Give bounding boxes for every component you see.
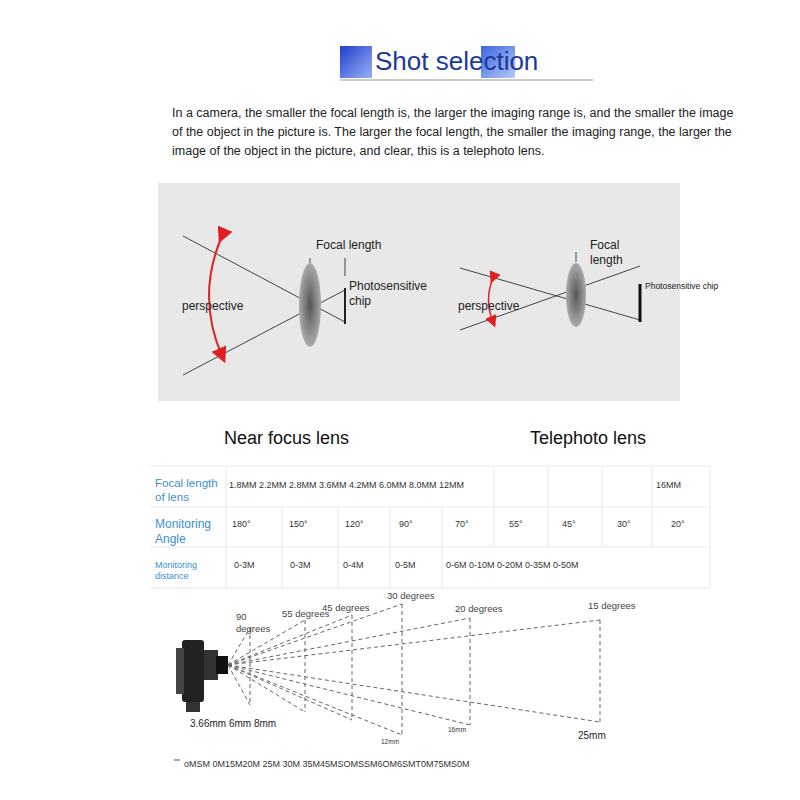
table-cell: 120°	[345, 519, 364, 530]
focal-label: 25mm	[578, 730, 606, 743]
angle-label: 45 degrees	[322, 602, 370, 614]
diagram-label: Photosensitive chip	[645, 281, 718, 292]
intro-paragraph: In a camera, the smaller the focal lengt…	[172, 104, 744, 161]
table-cell: 90°	[399, 519, 413, 530]
axis-tick	[174, 760, 180, 761]
diagram-label: Focal length	[590, 238, 640, 268]
lens-heading: Near focus lens	[224, 427, 349, 450]
angle-label: 90 degrees	[236, 611, 280, 635]
angle-label: 20 degrees	[455, 603, 503, 615]
row-header: Monitoring distance	[155, 560, 217, 583]
title-block	[340, 46, 372, 78]
diagram-label: perspective	[458, 299, 519, 314]
table-cell: 70°	[455, 519, 469, 530]
table-cell: 30°	[617, 519, 631, 530]
angle-label: 15 degrees	[588, 600, 636, 612]
wide-lens-diagram	[183, 236, 345, 375]
angle-label: 30 degrees	[387, 590, 435, 602]
table-cell: 45°	[562, 519, 576, 530]
distance-scale: oMSM 0M15M20M 25M 30M 35M45MSOMSSM6OM6SM…	[184, 759, 470, 770]
camera	[176, 640, 228, 712]
row-header: Monitoring Angle	[155, 517, 229, 547]
table-cell: 0-4M	[343, 560, 364, 571]
table-cell: 0-5M	[395, 560, 416, 571]
table-cell: 180°	[232, 519, 251, 530]
table-cell: 0-6M 0-10M 0-20M 0-35M 0-50M	[446, 560, 579, 571]
focal-label: 3.66mm 6mm 8mm	[190, 718, 276, 731]
table-cell: 16MM	[656, 480, 681, 491]
diagram-panel	[158, 183, 680, 401]
focal-label: 16mm	[448, 726, 466, 734]
table-cell: 55°	[509, 519, 523, 530]
table-cell: 0-3M	[234, 560, 255, 571]
view-angle-fans	[228, 604, 600, 735]
diagram-label: perspective	[182, 299, 243, 314]
diagram-label: Focal length	[316, 238, 381, 253]
table-cell: 150°	[289, 519, 308, 530]
row-header: Focal length of lens	[155, 476, 229, 505]
diagram-label: Photosensitive chip	[349, 279, 439, 309]
lens-heading: Telephoto lens	[530, 427, 646, 450]
focal-label: 12mm	[381, 738, 399, 746]
table-cell: 1.8MM 2.2MM 2.8MM 3.6MM 4.2MM 6.0MM 8.0M…	[229, 480, 464, 491]
title-rule	[340, 80, 593, 81]
table-grid	[150, 466, 710, 588]
table-cell: 0-3M	[290, 560, 311, 571]
table-cell: 20°	[671, 519, 685, 530]
page-title: Shot selection	[375, 46, 538, 77]
